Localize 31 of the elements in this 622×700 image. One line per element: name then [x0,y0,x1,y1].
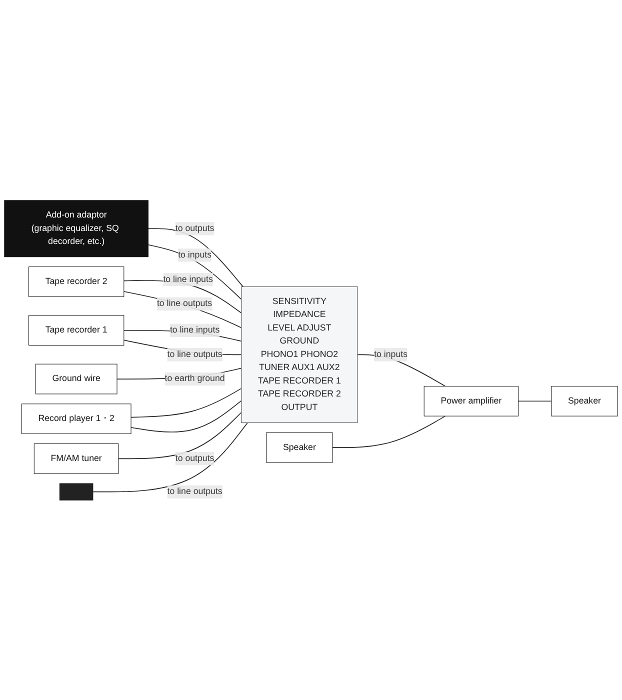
connector [332,415,446,448]
connector [518,400,552,402]
connector [118,412,242,459]
node-box: FM/AM tuner [34,443,119,474]
node-box: Tape recorder 1 [28,314,124,346]
edge-label: to line outputs [167,349,222,359]
edge-label: to line outputs [167,486,222,496]
edge-label: to outputs [175,453,214,463]
connector [148,228,244,287]
node-box: Tape recorder 2 [28,266,124,297]
edge-label: to outputs [175,223,214,233]
node-box: Speaker [551,386,618,416]
edge-label: to inputs [374,349,408,359]
connector [148,244,242,300]
edge-label: to line inputs [163,274,213,284]
edge-label: to line inputs [170,325,220,335]
node-box: Ground wire [35,364,118,394]
node-box: Add-on adaptor (graphic equalizer, SQ decorder, etc.) [4,200,148,257]
node-box [59,482,94,500]
connector [130,400,242,432]
node-box: Power amplifier [424,386,519,416]
connector [123,290,242,328]
edge-label: to inputs [178,250,212,260]
node-box: SENSITIVITY IMPEDANCE LEVEL ADJUST GROUND PHONO1 PHONO2 TUNER AUX1 AUX2 TAPE RECORDER 1 TAPE RECORDER 2 OUTPUT [241,286,358,423]
edge-label: to line outputs [156,298,212,308]
edge-label: to earth ground [164,374,225,384]
connector [123,280,242,314]
connector [92,422,248,492]
node-box: Record player 1・2 [21,403,132,434]
connector [130,388,242,418]
node-box: Speaker [266,432,333,463]
